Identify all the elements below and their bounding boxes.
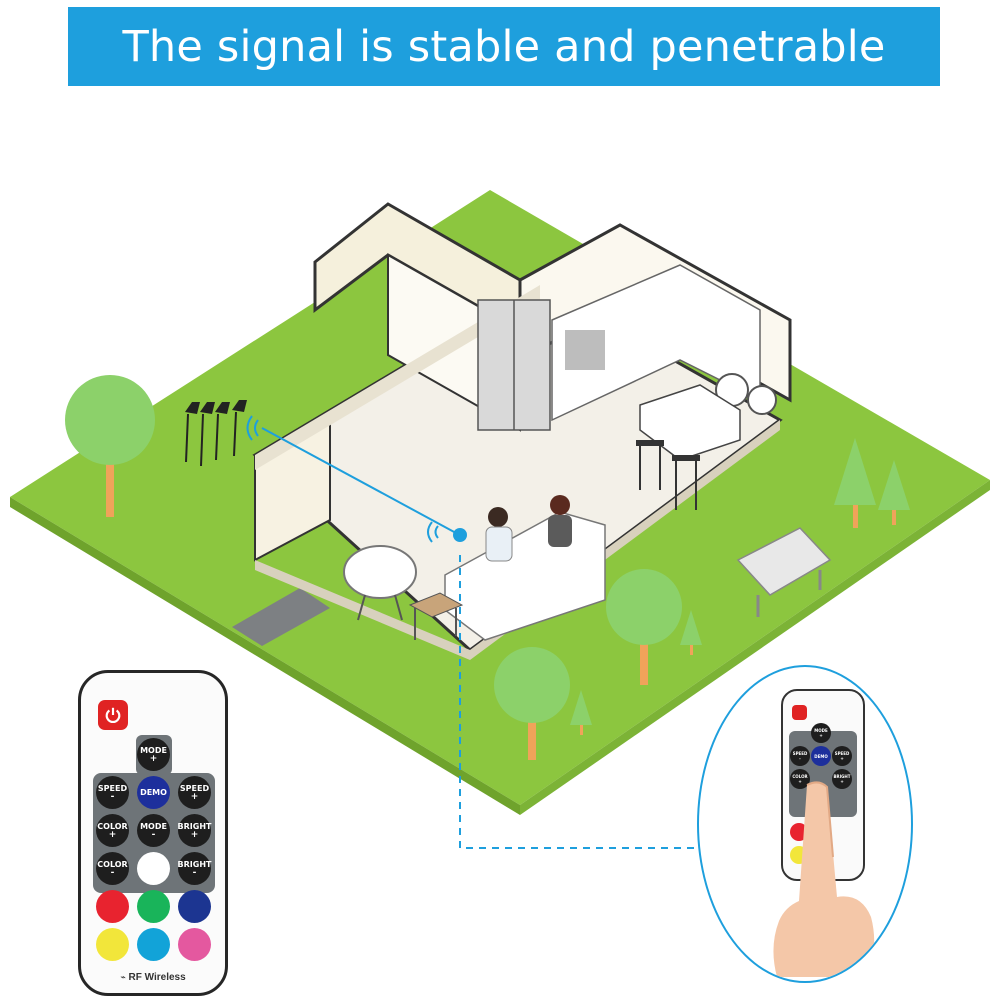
signal-path <box>261 427 457 534</box>
power-icon <box>105 707 121 724</box>
color-minus-button[interactable]: COLOR- <box>96 852 129 885</box>
tree <box>606 569 682 645</box>
wireless-icon: ⌁ <box>120 972 126 982</box>
pine-tree <box>570 690 592 725</box>
blue-color-button[interactable] <box>178 890 211 923</box>
dashed-connector <box>459 555 698 849</box>
speed-plus-button[interactable]: SPEED+ <box>178 776 211 809</box>
inset-speed-minus-button: SPEED- <box>790 746 810 766</box>
brand-label: ⌁ RF Wireless <box>120 972 186 983</box>
inset-demo-button: DEMO <box>811 746 831 766</box>
pointing-hand <box>773 781 875 977</box>
pine-tree <box>834 438 876 505</box>
signal-waves <box>246 415 259 441</box>
garden-spotlights <box>185 400 247 467</box>
power-button[interactable] <box>98 700 128 730</box>
cyan-color-button[interactable] <box>137 928 170 961</box>
bench <box>736 527 832 596</box>
headline-text: The signal is stable and penetrable <box>122 21 886 72</box>
pine-tree <box>878 460 910 510</box>
white-color-button[interactable] <box>137 852 170 885</box>
living-room-wall <box>255 285 540 470</box>
inset-color-plus-button: COLOR+ <box>790 769 810 789</box>
inset-power-button <box>792 705 807 720</box>
green-color-button[interactable] <box>137 890 170 923</box>
lawn-edge <box>10 497 520 815</box>
pine-tree <box>680 610 702 645</box>
armchair <box>343 545 417 599</box>
kitchen-island <box>639 384 741 461</box>
demo-button[interactable]: DEMO <box>137 776 170 809</box>
tree <box>65 375 155 465</box>
pink-color-button[interactable] <box>178 928 211 961</box>
walkway <box>232 588 330 646</box>
bright-minus-button[interactable]: BRIGHT- <box>178 852 211 885</box>
tree <box>494 647 570 723</box>
inset-mode-plus-button: MODE+ <box>811 723 831 743</box>
mode-plus-button[interactable]: MODE+ <box>137 738 170 771</box>
rf-remote-control: MODE+ SPEED- DEMO SPEED+ COLOR+ MODE- BR… <box>78 670 228 996</box>
hand-remote-inset: MODE+ SPEED- DEMO SPEED+ COLOR+ BRIGHT+ <box>697 665 913 983</box>
red-color-button[interactable] <box>96 890 129 923</box>
remote-signal-dot <box>453 528 467 542</box>
bright-plus-button[interactable]: BRIGHT+ <box>178 814 211 847</box>
headline-banner: The signal is stable and penetrable <box>68 7 940 86</box>
speed-minus-button[interactable]: SPEED- <box>96 776 129 809</box>
inset-speed-plus-button: SPEED+ <box>832 746 852 766</box>
color-plus-button[interactable]: COLOR+ <box>96 814 129 847</box>
mode-minus-button[interactable]: MODE- <box>137 814 170 847</box>
side-table <box>408 592 464 618</box>
inset-bright-plus-button: BRIGHT+ <box>832 769 852 789</box>
yellow-color-button[interactable] <box>96 928 129 961</box>
person-man <box>488 507 508 527</box>
person-woman <box>550 495 570 515</box>
signal-waves <box>427 521 439 543</box>
